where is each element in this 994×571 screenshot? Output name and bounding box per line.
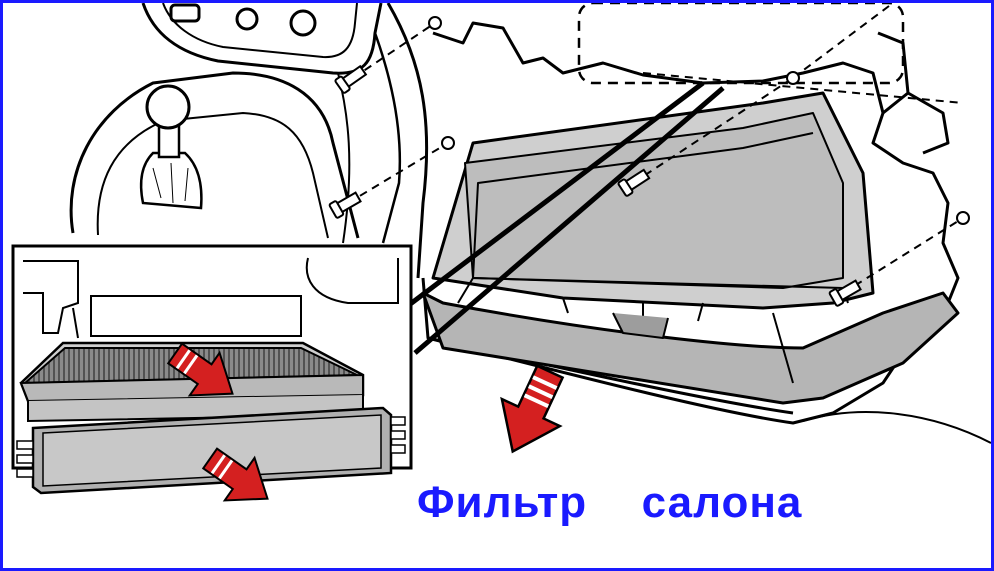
caption-label: Фильтр салона <box>417 478 803 527</box>
glove-box <box>421 91 960 405</box>
screw-icon <box>328 16 970 307</box>
down-arrow-icon <box>500 364 565 454</box>
screw-guide-lines <box>347 3 964 294</box>
down-arrow-icon <box>166 342 234 397</box>
glove-box-removal-illustration <box>11 3 991 502</box>
filter-inset <box>11 244 413 502</box>
cabin-filter-lower <box>16 406 406 495</box>
down-arrow-icon <box>201 447 269 502</box>
gear-lever <box>139 84 203 210</box>
leader-lines <box>403 81 725 355</box>
